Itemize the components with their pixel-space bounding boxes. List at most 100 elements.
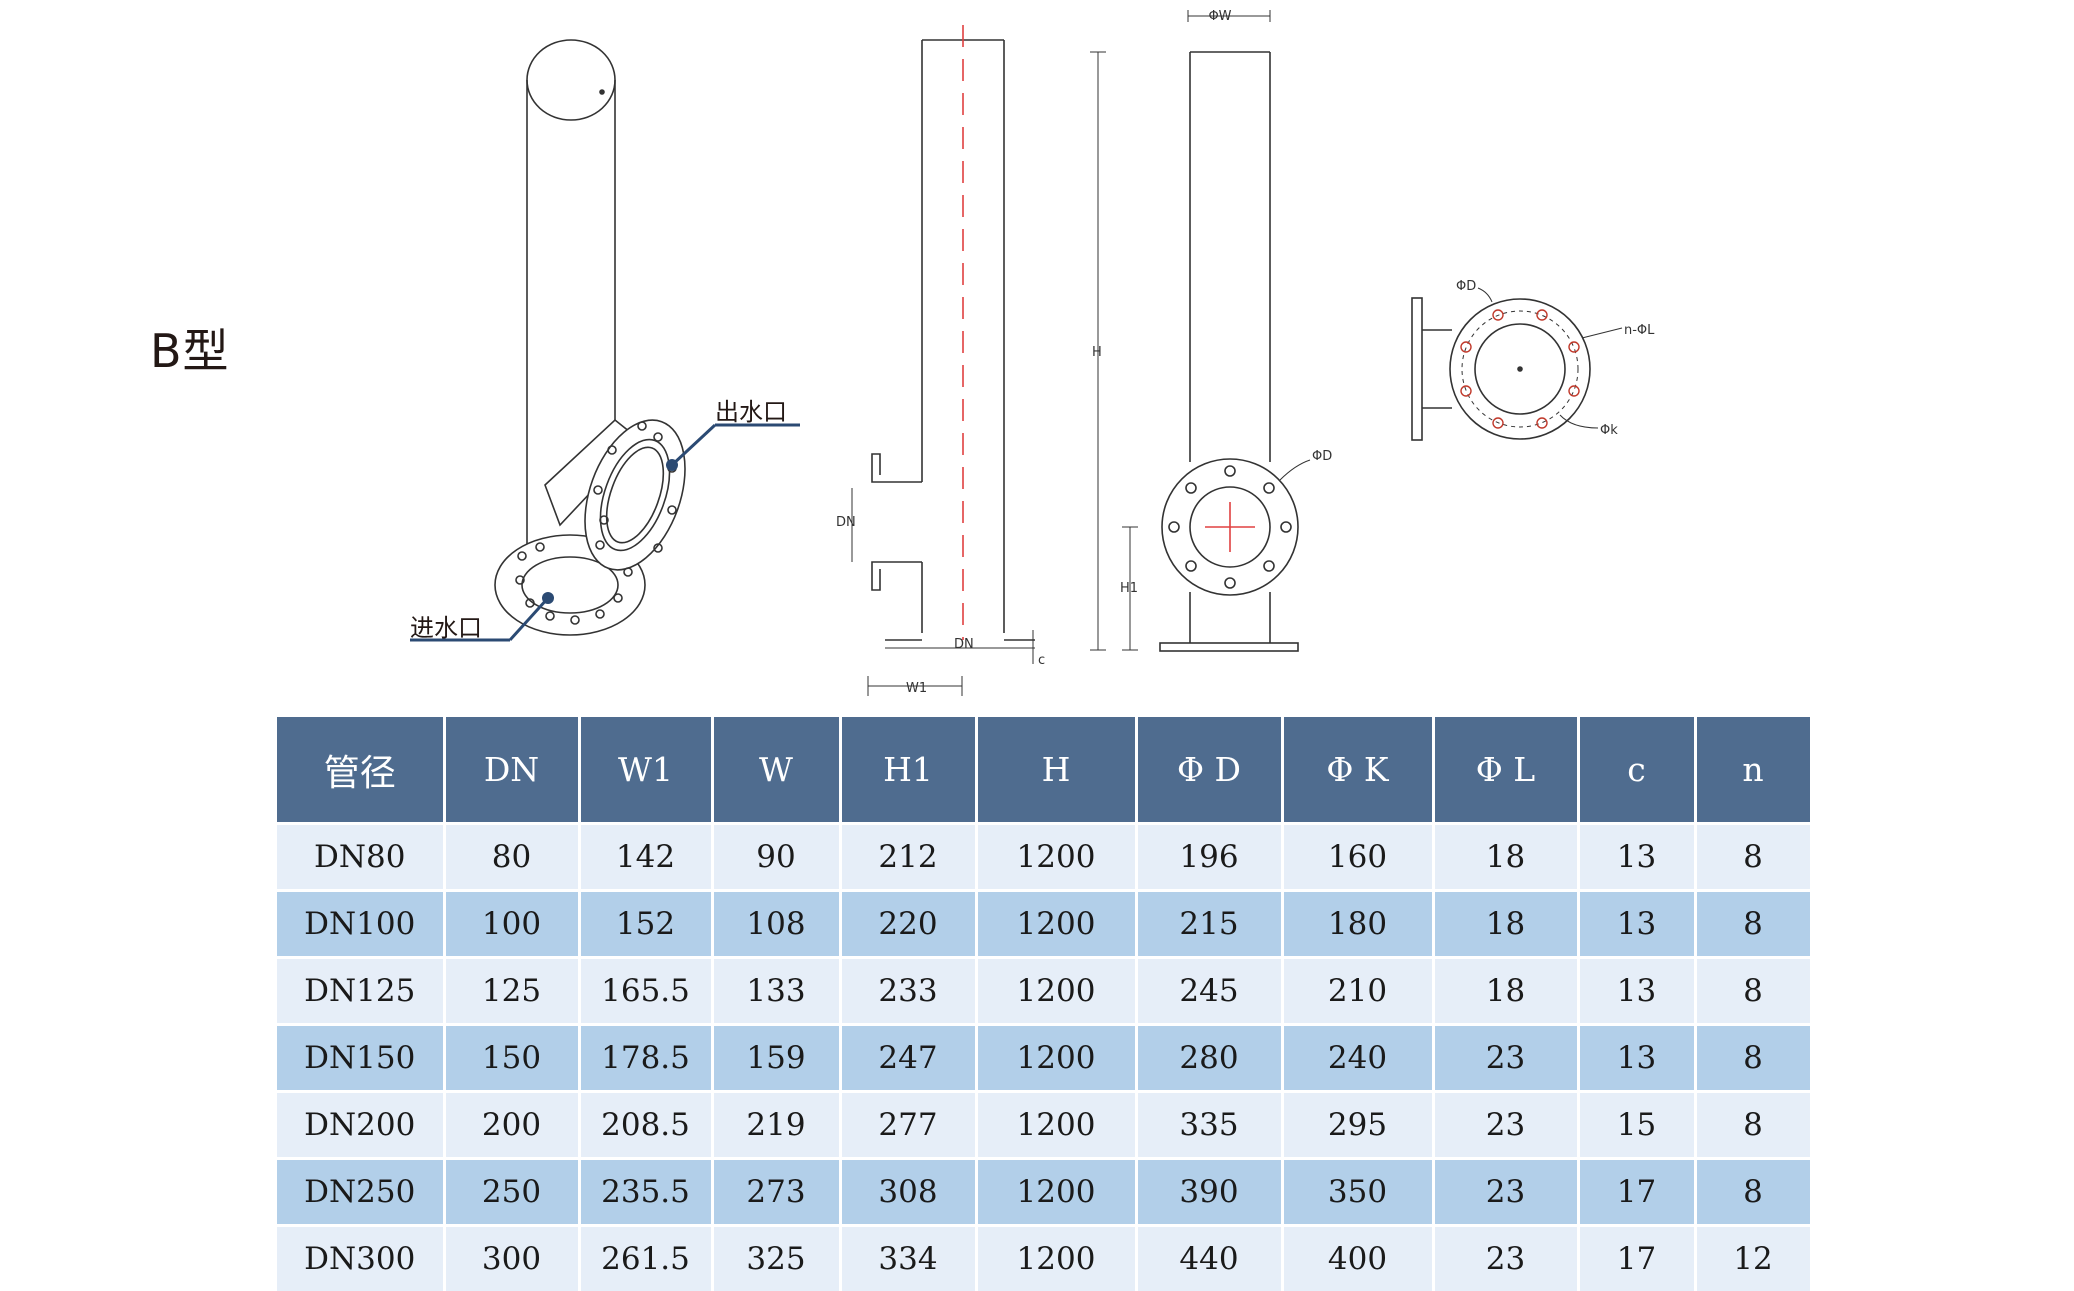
table-cell: 23 (1433, 1224, 1580, 1291)
table-cell: 219 (712, 1090, 842, 1159)
table-cell: 23 (1433, 1090, 1580, 1159)
table-cell: 23 (1433, 1157, 1580, 1226)
table-cell: 12 (1695, 1224, 1813, 1291)
header-cell: n (1695, 717, 1813, 824)
table-cell: 208.5 (579, 1090, 714, 1159)
table-cell: 180 (1282, 889, 1435, 958)
dim-n-phi-l: n-ΦL (1624, 323, 1655, 338)
table-cell: 13 (1578, 1023, 1697, 1092)
table-cell: DN200 (277, 1090, 446, 1159)
table-cell: 250 (444, 1157, 581, 1226)
table-cell: 308 (840, 1157, 978, 1226)
table-cell: 240 (1282, 1023, 1435, 1092)
table-cell: 233 (840, 956, 978, 1025)
table-cell: 90 (712, 822, 842, 891)
header-cell: H1 (840, 717, 978, 824)
table-cell: 165.5 (579, 956, 714, 1025)
dim-phi-d-flange: ΦD (1456, 279, 1476, 294)
dim-phi-k: Φk (1600, 423, 1618, 438)
table-cell: 1200 (976, 956, 1138, 1025)
outlet-label: 出水口 (715, 398, 787, 426)
table-cell: 247 (840, 1023, 978, 1092)
table-cell: DN80 (277, 822, 446, 891)
table-cell: 196 (1136, 822, 1284, 891)
table-cell: 215 (1136, 889, 1284, 958)
table-cell: 1200 (976, 1157, 1138, 1226)
table-cell: 335 (1136, 1090, 1284, 1159)
table-cell: 350 (1282, 1157, 1435, 1226)
table-cell: DN100 (277, 889, 446, 958)
table-cell: DN300 (277, 1224, 446, 1291)
table-cell: DN150 (277, 1023, 446, 1092)
table-cell: 440 (1136, 1224, 1284, 1291)
isometric-view (494, 39, 686, 636)
table-cell: 23 (1433, 1023, 1580, 1092)
header-cell: DN (444, 717, 581, 824)
table-cell: 18 (1433, 822, 1580, 891)
table-cell: 400 (1282, 1224, 1435, 1291)
dim-h: H (1092, 345, 1102, 360)
table-cell: 1200 (976, 1023, 1138, 1092)
table-cell: 125 (444, 956, 581, 1025)
dim-phi-w: ΦW (1208, 9, 1231, 24)
header-cell: H (976, 717, 1138, 824)
table-cell: DN250 (277, 1157, 446, 1226)
dim-phi-d-front: ΦD (1312, 449, 1332, 464)
table-cell: 280 (1136, 1023, 1284, 1092)
dim-c: c (1038, 653, 1045, 668)
table-cell: 245 (1136, 956, 1284, 1025)
table-cell: 334 (840, 1224, 978, 1291)
front-view (1122, 10, 1311, 652)
header-cell: Φ K (1282, 717, 1435, 824)
table-cell: 17 (1578, 1157, 1697, 1226)
table-cell: 1200 (976, 822, 1138, 891)
table-cell: 160 (1282, 822, 1435, 891)
table-cell: 100 (444, 889, 581, 958)
table-cell: 13 (1578, 889, 1697, 958)
table-cell: 1200 (976, 1224, 1138, 1291)
table-cell: 178.5 (579, 1023, 714, 1092)
technical-drawings: ΦW H DN DN W1 c ΦD H1 ΦD n-ΦL Φk (410, 9, 1655, 696)
table-cell: 273 (712, 1157, 842, 1226)
table-cell: 200 (444, 1090, 581, 1159)
table-cell: 8 (1695, 1157, 1813, 1226)
table-cell: 277 (840, 1090, 978, 1159)
table-cell: 8 (1695, 956, 1813, 1025)
table-cell: 150 (444, 1023, 581, 1092)
header-cell: 管径 (277, 717, 446, 824)
header-cell: W1 (579, 717, 714, 824)
table-cell: 295 (1282, 1090, 1435, 1159)
table-cell: 17 (1578, 1224, 1697, 1291)
table-cell: 235.5 (579, 1157, 714, 1226)
header-cell: W (712, 717, 842, 824)
table-cell: 80 (444, 822, 581, 891)
table-cell: 159 (712, 1023, 842, 1092)
table-cell: 152 (579, 889, 714, 958)
table-cell: 8 (1695, 1090, 1813, 1159)
header-cell: Φ D (1136, 717, 1284, 824)
table-cell: 18 (1433, 889, 1580, 958)
table-cell: 108 (712, 889, 842, 958)
header-cell: c (1578, 717, 1697, 824)
type-title: B型 (150, 324, 230, 378)
table-cell: 220 (840, 889, 978, 958)
dim-w1: W1 (906, 681, 927, 696)
side-section-view (851, 25, 1106, 696)
table-cell: 1200 (976, 1090, 1138, 1159)
table-cell: 8 (1695, 1023, 1813, 1092)
table-cell: 15 (1578, 1090, 1697, 1159)
table-cell: 1200 (976, 889, 1138, 958)
table-cell: 13 (1578, 822, 1697, 891)
table-cell: 212 (840, 822, 978, 891)
table-header-row: 管径 DN W1 W H1 H Φ D Φ K Φ L c n (277, 717, 1813, 824)
table-cell: 8 (1695, 822, 1813, 891)
inlet-label: 进水口 (410, 614, 482, 642)
dim-dn-side: DN (836, 515, 856, 530)
dim-dn-bottom: DN (954, 637, 974, 652)
